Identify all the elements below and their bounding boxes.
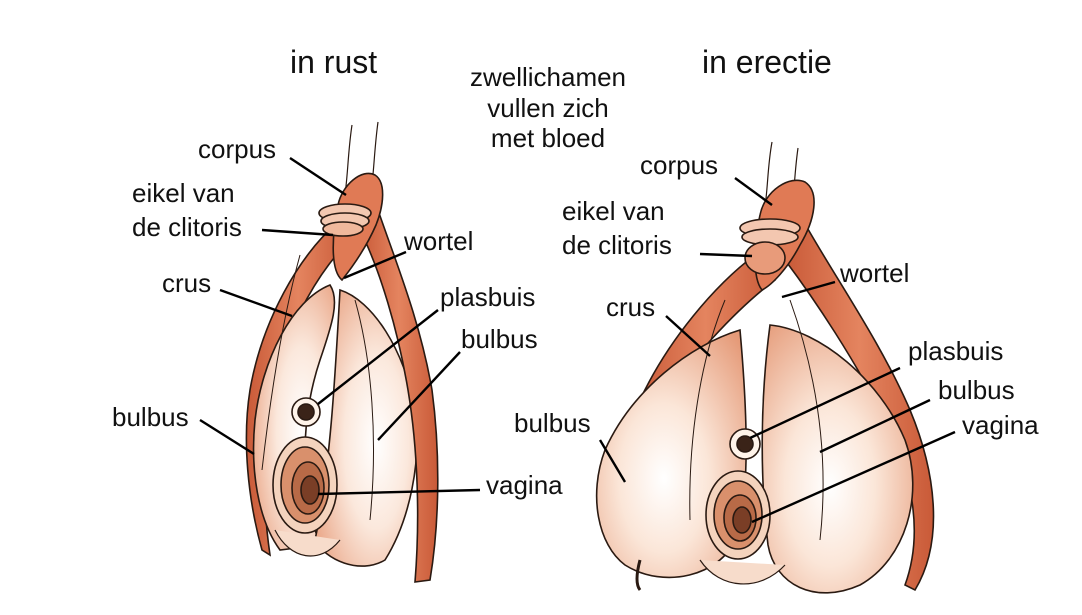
label-vagina-erect: vagina	[962, 410, 1039, 440]
label-bulbus-right-rest: bulbus	[461, 324, 538, 354]
label-plasbuis-erect: plasbuis	[908, 336, 1004, 366]
label-crus-rest: crus	[162, 268, 212, 298]
label-bulbus-right-erect: bulbus	[938, 375, 1015, 405]
center-note-line-3: met bloed	[490, 123, 606, 154]
center-note: zwellichamen vullen zich met bloed	[448, 62, 648, 154]
label-eikel-2-rest: de clitoris	[132, 212, 242, 242]
label-bulbus-left-erect: bulbus	[514, 408, 591, 438]
label-corpus-rest: corpus	[198, 134, 277, 164]
center-note-line-2: vullen zich	[487, 92, 609, 123]
right-bulb-shape-erect	[761, 324, 914, 594]
label-wortel-erect: wortel	[840, 258, 910, 288]
label-wortel-rest: wortel	[404, 226, 474, 256]
right-bulb-shape	[314, 288, 418, 567]
figure-at-rest	[199, 121, 481, 583]
glans-shape-erect	[744, 241, 786, 275]
right-crus-shape	[359, 208, 439, 583]
label-eikel-2-erect: de clitoris	[562, 230, 672, 260]
label-vagina-rest: vagina	[486, 470, 563, 500]
right-crus-shape-erect	[784, 213, 935, 592]
center-note-line-1: zwellichamen	[469, 62, 627, 92]
label-crus-erect: crus	[606, 292, 656, 322]
label-eikel-1-erect: eikel van	[562, 196, 665, 226]
label-corpus-erect: corpus	[640, 150, 719, 180]
label-plasbuis-rest: plasbuis	[440, 282, 536, 312]
title-at-rest: in rust	[290, 44, 378, 80]
figure-erect	[595, 141, 956, 594]
label-bulbus-left-rest: bulbus	[112, 402, 189, 432]
title-erect: in erectie	[702, 44, 832, 80]
label-eikel-1-rest: eikel van	[132, 178, 235, 208]
